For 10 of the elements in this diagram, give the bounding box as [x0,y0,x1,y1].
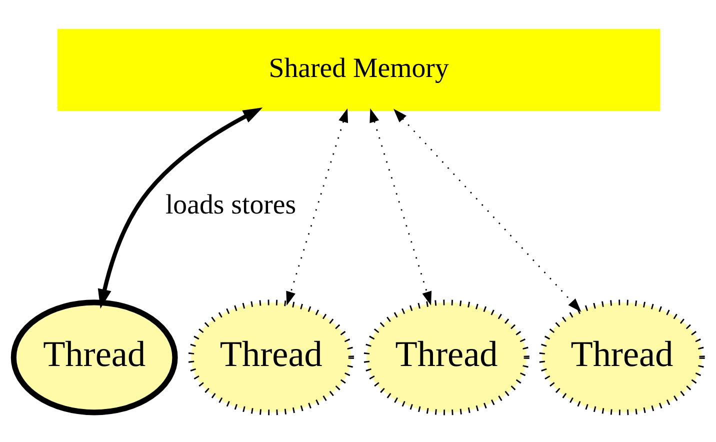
arrow [370,108,432,306]
node-ellipse: Thread [364,300,530,416]
edge-label: loads stores [165,189,296,220]
arrow [98,108,263,309]
arrow [286,108,348,306]
arrow [393,108,582,312]
node-box: Shared Memory [57,28,660,112]
node-ellipse: Thread [188,300,354,416]
node-ellipse: Thread [539,300,705,416]
node-ellipse: Thread [10,300,178,416]
